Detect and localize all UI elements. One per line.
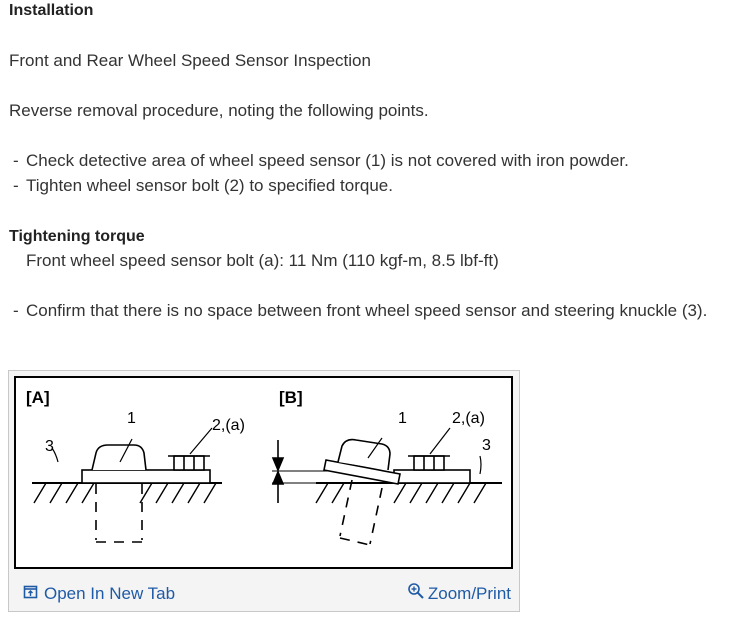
- callout-knuckle-b: 3: [482, 437, 491, 454]
- callout-knuckle-a: 3: [45, 438, 54, 455]
- list-item: -Check detective area of wheel speed sen…: [13, 151, 629, 170]
- list-item: -Tighten wheel sensor bolt (2) to specif…: [13, 176, 393, 195]
- panel-a-label: [A]: [26, 388, 50, 407]
- callout-sensor-a: 1: [127, 410, 136, 427]
- zoom-print-link[interactable]: Zoom/Print: [407, 582, 511, 605]
- open-in-new-tab-label: Open In New Tab: [44, 584, 176, 603]
- section-heading: Installation: [9, 2, 94, 19]
- callout-bolt-b: 2,(a): [452, 410, 485, 427]
- open-in-new-tab-link[interactable]: Open In New Tab: [23, 584, 175, 604]
- list-item-text: Check detective area of wheel speed sens…: [26, 151, 629, 170]
- zoom-print-label: Zoom/Print: [427, 583, 511, 603]
- list-item-text: Confirm that there is no space between f…: [26, 301, 708, 320]
- torque-value: Front wheel speed sensor bolt (a): 11 Nm…: [26, 251, 499, 270]
- list-item-text: Tighten wheel sensor bolt (2) to specifi…: [26, 176, 393, 195]
- sensor-diagram[interactable]: [A] [B] 1 2,(a) 3 1 2,(a) 3: [14, 376, 513, 569]
- panel-b-label: [B]: [279, 388, 303, 407]
- figure-footer: Open In New Tab Zoom/Print: [9, 577, 519, 607]
- open-in-new-tab-icon: [23, 584, 38, 604]
- torque-title: Tightening torque: [9, 228, 145, 245]
- callout-sensor-b: 1: [398, 410, 407, 427]
- sub-heading: Front and Rear Wheel Speed Sensor Inspec…: [9, 51, 371, 70]
- callout-bolt-a: 2,(a): [212, 417, 245, 434]
- figure-panel: [A] [B] 1 2,(a) 3 1 2,(a) 3 Open In New …: [8, 370, 520, 612]
- intro-text: Reverse removal procedure, noting the fo…: [9, 101, 429, 120]
- zoom-icon: [407, 582, 425, 605]
- list-item: -Confirm that there is no space between …: [13, 301, 708, 320]
